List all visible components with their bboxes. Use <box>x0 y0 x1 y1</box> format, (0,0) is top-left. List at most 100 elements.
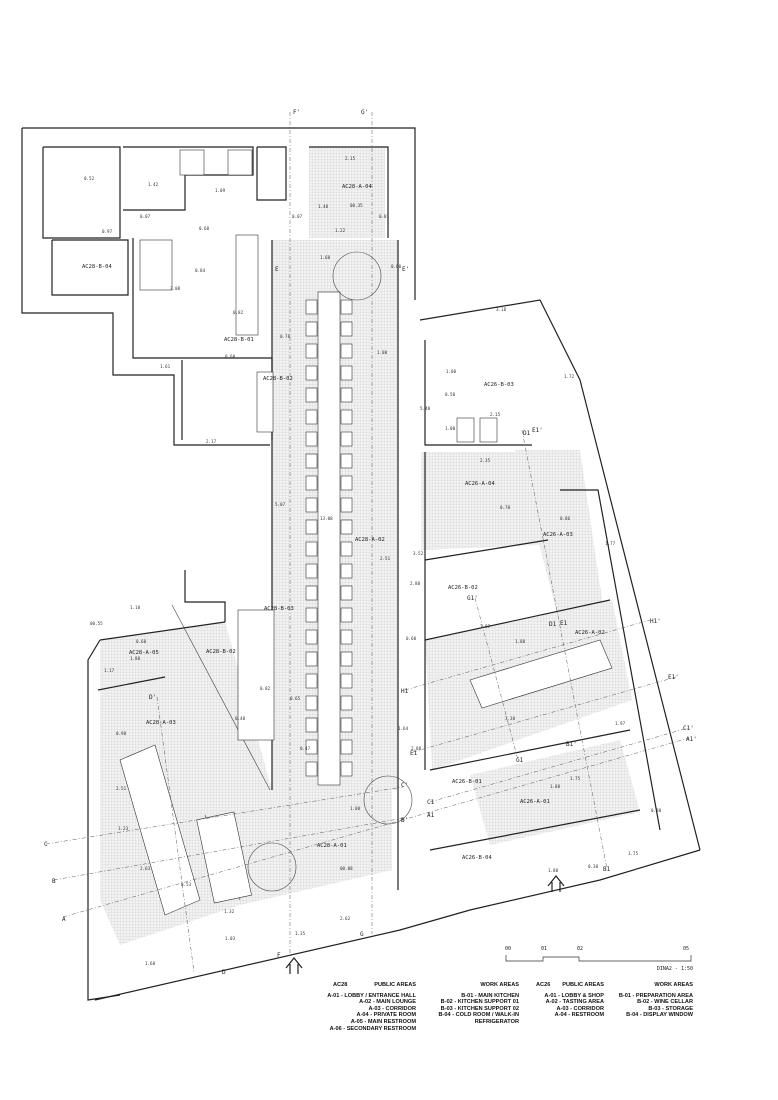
dimension-label: 0.81 <box>379 214 390 219</box>
legend-heading: WORK AREAS <box>654 982 693 988</box>
dimension-label: 2.17 <box>206 439 217 444</box>
chair <box>340 739 353 755</box>
chair <box>305 695 318 711</box>
section-marker: D <box>222 969 226 976</box>
room-label-ac28-a02: AC28-A-02 <box>355 537 385 543</box>
dimension-label: 0.82 <box>233 310 244 315</box>
room-label-ac28-a01: AC28-A-01 <box>317 843 347 849</box>
dimension-label: 1.10 <box>130 605 141 610</box>
section-marker: D1 <box>523 430 531 437</box>
dimension-label: 1.88 <box>515 639 526 644</box>
dimension-label: 0.47 <box>300 746 311 751</box>
legend-item: B-04 - COLD ROOM / WALK-IN <box>438 1012 519 1019</box>
legend-item: A-01 - LOBBY / ENTRANCE HALL <box>327 992 416 999</box>
room-label-ac28-b02-lower: AC28-B-02 <box>206 649 236 655</box>
section-marker: G <box>360 931 364 938</box>
chair <box>340 541 353 557</box>
chair <box>340 585 353 601</box>
section-marker: B <box>52 878 56 885</box>
chair <box>305 541 318 557</box>
legend-item: A-05 - MAIN RESTROOM <box>350 1018 416 1025</box>
chair <box>305 739 318 755</box>
dimension-label: 1.22 <box>335 228 346 233</box>
scale-tick: 05 <box>683 946 690 952</box>
section-marker: D1 <box>549 621 557 628</box>
room-label-ac28-b03: AC28-B-03 <box>264 606 294 612</box>
dimension-label: 2.35 <box>480 458 491 463</box>
chair <box>340 409 353 425</box>
dimension-label: 0.90 <box>116 731 127 736</box>
section-marker: C' <box>401 782 408 789</box>
dimension-label: 2.62 <box>340 916 351 921</box>
section-marker: A1 <box>427 812 435 819</box>
room-label-ac28-b01: AC28-B-01 <box>224 337 254 343</box>
legend-item: B-03 - STORAGE <box>648 1005 693 1012</box>
chair <box>340 475 353 491</box>
legend-heading: PUBLIC AREAS <box>374 982 416 988</box>
legend-heading: PUBLIC AREAS <box>562 982 604 988</box>
dimension-label: 1.35 <box>295 931 306 936</box>
section-marker: E' <box>402 266 409 273</box>
section-markers: F' G' E E' H1 H1' E1 E1' C1' A1' C' B' C… <box>44 109 697 976</box>
legend-item: A-04 - PRIVATE ROOM <box>356 1012 416 1019</box>
dimension-label: 0.86 <box>560 516 571 521</box>
section-marker: B1' <box>566 741 577 748</box>
section-marker: A <box>62 916 66 923</box>
section-marker: C1' <box>683 725 694 732</box>
section-marker: C <box>44 841 48 848</box>
room-labels: AC28-B-04 AC28-A-04 AC28-B-01 AC28-B-02 … <box>82 184 605 861</box>
dimension-label: 1.00 <box>350 806 361 811</box>
dimension-labels: 0.521.421.090.970.070.600.843.080.820.78… <box>84 156 662 966</box>
chair <box>305 343 318 359</box>
dimension-label: 0.30 <box>588 864 599 869</box>
chair <box>340 365 353 381</box>
chair <box>305 607 318 623</box>
legend-item: A-03 - CORRIDOR <box>556 1005 604 1012</box>
section-marker: H1 <box>401 688 409 695</box>
section-marker: C1 <box>427 799 435 806</box>
section-marker: F' <box>293 109 300 116</box>
dimension-label: 1.80 <box>130 656 141 661</box>
room-label-ac26-b04: AC26-B-04 <box>462 855 492 861</box>
dimension-label: 0.60 <box>406 636 417 641</box>
room-label-ac26-a03: AC26-A-03 <box>543 532 573 538</box>
dimension-label: 5.48 <box>420 406 431 411</box>
dimension-label: 0.60 <box>225 354 236 359</box>
dimension-label: 3.08 <box>170 286 181 291</box>
legend-ac28-code: AC28 <box>333 982 348 988</box>
chair <box>305 321 318 337</box>
dimension-label: 0.07 <box>140 214 151 219</box>
legend-item: B-04 - DISPLAY WINDOW <box>626 1012 693 1019</box>
dimension-label: 1.61 <box>160 364 171 369</box>
chair <box>340 673 353 689</box>
dimension-label: 0.60 <box>136 639 147 644</box>
dimension-label: 13.08 <box>320 516 333 521</box>
chair <box>340 299 353 315</box>
room-label-ac28-b02: AC28-B-02 <box>263 376 293 382</box>
section-marker: E1' <box>668 674 679 681</box>
chair <box>340 343 353 359</box>
legend-item: REFRIGERATOR <box>474 1018 519 1025</box>
legend-ac26-public: PUBLIC AREAS A-01 - LOBBY & SHOP A-02 - … <box>544 982 604 1019</box>
dimension-label: 1.72 <box>564 374 575 379</box>
chair <box>340 497 353 513</box>
dimension-label: 3.18 <box>496 307 507 312</box>
legend-item: A-06 - SECONDARY RESTROOM <box>329 1025 416 1032</box>
legend-ac28-public: PUBLIC AREAS A-01 - LOBBY / ENTRANCE HAL… <box>327 982 416 1032</box>
dimension-label: 1.75 <box>628 851 639 856</box>
chair <box>305 717 318 733</box>
dimension-label: 0.84 <box>195 268 206 273</box>
dimension-label: 2.63 <box>140 866 151 871</box>
dimension-label: 0.53 <box>181 882 192 887</box>
dimension-label: 1.03 <box>225 936 236 941</box>
scale-tick: 01 <box>541 946 548 952</box>
dimension-label: 0.65 <box>290 696 301 701</box>
dimension-label: 00.08 <box>340 866 353 871</box>
section-marker: A1' <box>686 736 697 743</box>
dimension-label: 3.97 <box>480 624 491 629</box>
dimension-label: 1.32 <box>224 909 235 914</box>
chair <box>305 365 318 381</box>
chair <box>305 629 318 645</box>
dimension-label: 2.15 <box>490 412 501 417</box>
